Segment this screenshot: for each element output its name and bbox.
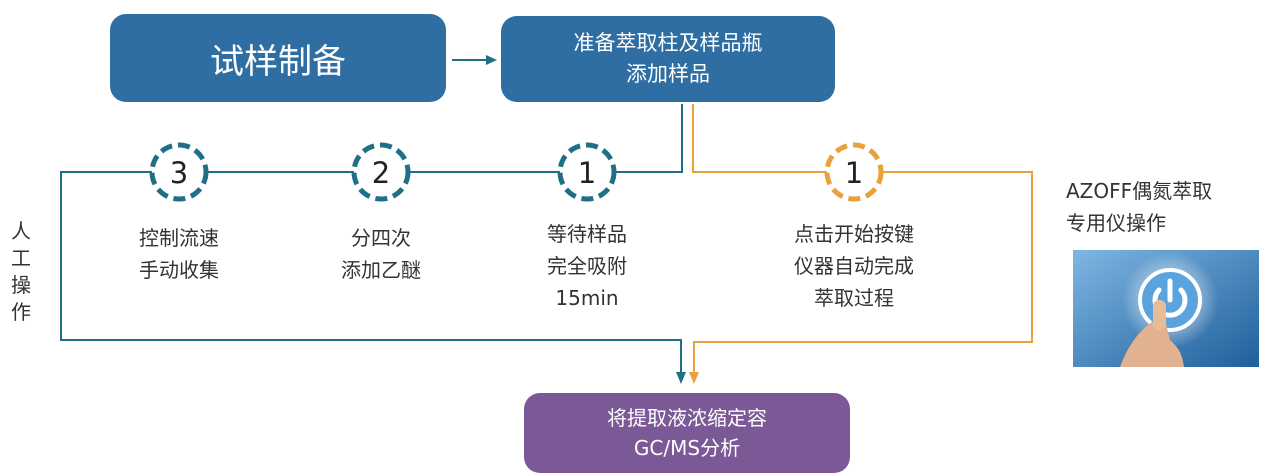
azoff-instrument-title: AZOFF偶氮萃取 专用仪操作 <box>1066 175 1261 239</box>
step-1-auto-line: 仪器自动完成 <box>794 254 914 278</box>
step-1-auto-text: 点击开始按键 仪器自动完成 萃取过程 <box>769 218 939 314</box>
step-1-manual-line: 等待样品 <box>547 222 627 246</box>
step-1-manual-number: 1 <box>578 156 596 190</box>
step-2-line: 添加乙醚 <box>341 258 421 282</box>
step-3-number: 3 <box>170 156 188 190</box>
arrow-prep-to-column <box>452 55 497 65</box>
step-1-manual-line: 完全吸附 <box>547 254 627 278</box>
step-2-number: 2 <box>372 156 390 190</box>
step-1-manual-text: 等待样品 完全吸附 15min <box>527 218 647 314</box>
azoff-title-line: AZOFF偶氮萃取 <box>1066 179 1213 203</box>
step-1-manual-circle: 1 <box>557 142 617 202</box>
step-3-text: 控制流速 手动收集 <box>119 222 239 286</box>
manual-label-char: 作 <box>11 300 31 324</box>
final-line-1: 将提取液浓缩定容 <box>607 406 767 430</box>
step-1-auto-circle: 1 <box>824 142 884 202</box>
step-2-text: 分四次 添加乙醚 <box>321 222 441 286</box>
column-prep-line-1: 准备萃取柱及样品瓶 <box>573 31 763 55</box>
step-1-manual-line: 15min <box>555 286 619 310</box>
manual-label-char: 人 <box>11 219 31 243</box>
azoff-title-line: 专用仪操作 <box>1066 211 1166 235</box>
column-prep-box: 准备萃取柱及样品瓶 添加样品 <box>501 16 835 102</box>
auto-arrowhead <box>689 372 699 384</box>
step-1-auto-line: 点击开始按键 <box>794 222 914 246</box>
manual-label-char: 工 <box>11 246 31 270</box>
step-1-auto-line: 萃取过程 <box>814 286 894 310</box>
step-3-line: 手动收集 <box>139 258 219 282</box>
auto-flow-line <box>692 104 1033 372</box>
manual-flow-line <box>60 104 683 372</box>
column-prep-line-2: 添加样品 <box>626 62 710 86</box>
manual-arrowhead <box>676 372 686 384</box>
step-1-auto-number: 1 <box>845 156 863 190</box>
step-3-circle: 3 <box>149 142 209 202</box>
sample-preparation-label: 试样制备 <box>210 41 346 82</box>
power-button-image <box>1073 250 1259 367</box>
final-line-2: GC/MS分析 <box>633 436 741 460</box>
manual-operation-label: 人 工 操 作 <box>10 218 32 326</box>
concentrate-analysis-box: 将提取液浓缩定容 GC/MS分析 <box>524 393 850 473</box>
manual-label-char: 操 <box>11 273 31 297</box>
sample-preparation-box: 试样制备 <box>110 14 446 102</box>
step-2-line: 分四次 <box>351 226 411 250</box>
step-2-circle: 2 <box>351 142 411 202</box>
step-3-line: 控制流速 <box>139 226 219 250</box>
